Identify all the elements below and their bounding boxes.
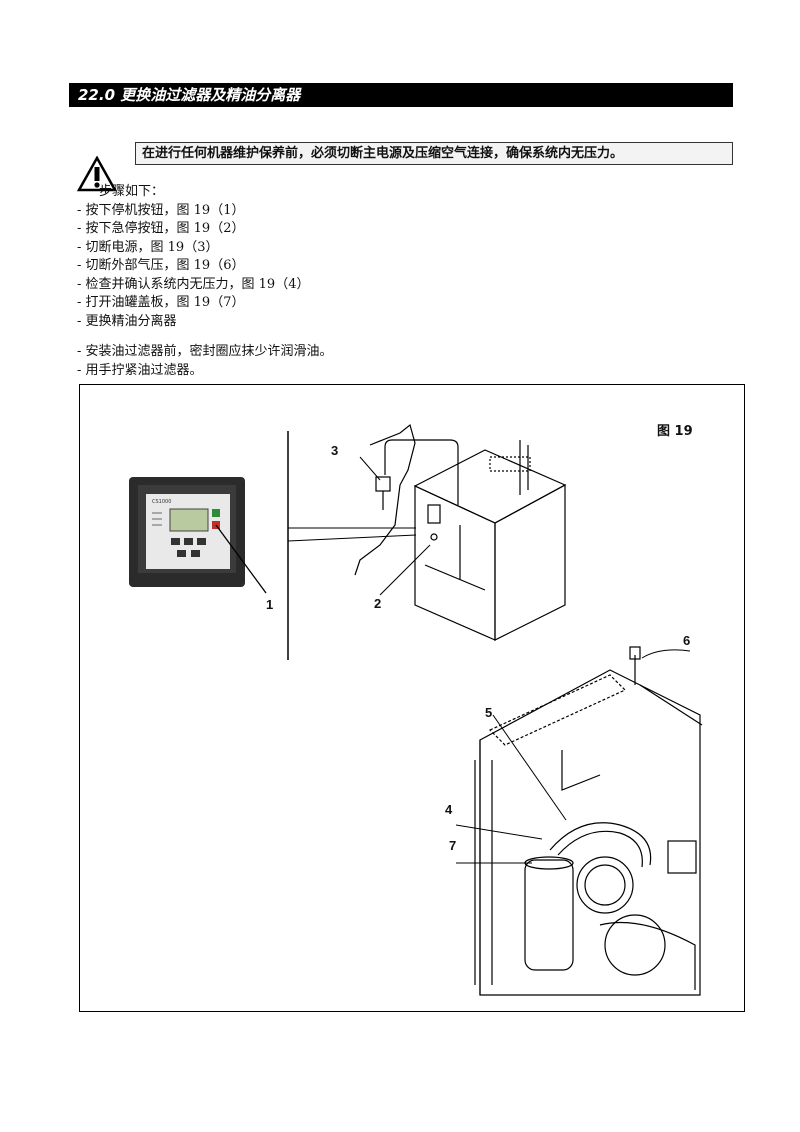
panel-brand: CS1000 <box>152 499 171 505</box>
step-item: - 切断外部气压，图 19（6） <box>77 258 245 273</box>
step-item: - 检查并确认系统内无压力，图 19（4） <box>77 276 310 292</box>
figure-frame <box>79 384 745 1012</box>
step-item: - 更换精油分离器 <box>77 313 177 329</box>
callout-5: 5 <box>485 705 493 720</box>
steps-intro: 步骤如下： <box>99 184 165 199</box>
step-item: - 切断电源，图 19（3） <box>77 239 219 255</box>
warning-triangle-icon <box>77 156 117 192</box>
callout-7: 7 <box>449 838 457 853</box>
step-item: - 按下急停按钮，图 19（2） <box>77 221 245 236</box>
step-item: - 按下停机按钮，图 19（1） <box>77 202 245 218</box>
callout-1: 1 <box>266 597 274 612</box>
callout-4: 4 <box>445 802 453 817</box>
step-item: - 打开油罐盖板，图 19（7） <box>77 295 245 310</box>
warning-notice: 在进行任何机器维护保养前，必须切断主电源及压缩空气连接，确保系统内无压力。 <box>135 142 733 165</box>
callout-2: 2 <box>374 596 382 611</box>
callout-3: 3 <box>331 443 339 458</box>
figure-illustration: CS1000 <box>129 423 703 996</box>
installation-notes: - 安装油过滤器前，密封圈应抹少许润滑油。 - 用手拧紧油过滤器。 <box>77 343 333 380</box>
section-title: 22.0 更换油过滤器及精油分离器 <box>69 83 733 107</box>
note-item: - 安装油过滤器前，密封圈应抹少许润滑油。 <box>77 344 333 359</box>
callout-6: 6 <box>683 633 691 648</box>
figure-label: 图 19 <box>657 424 693 439</box>
controller-panel: CS1000 <box>129 477 245 587</box>
compressor-assembly <box>474 646 703 996</box>
procedure-steps: 步骤如下： - 按下停机按钮，图 19（1） - 按下急停按钮，图 19（2） … <box>77 183 309 331</box>
note-item: - 用手拧紧油过滤器。 <box>77 362 203 378</box>
dryer-unit <box>354 423 567 641</box>
